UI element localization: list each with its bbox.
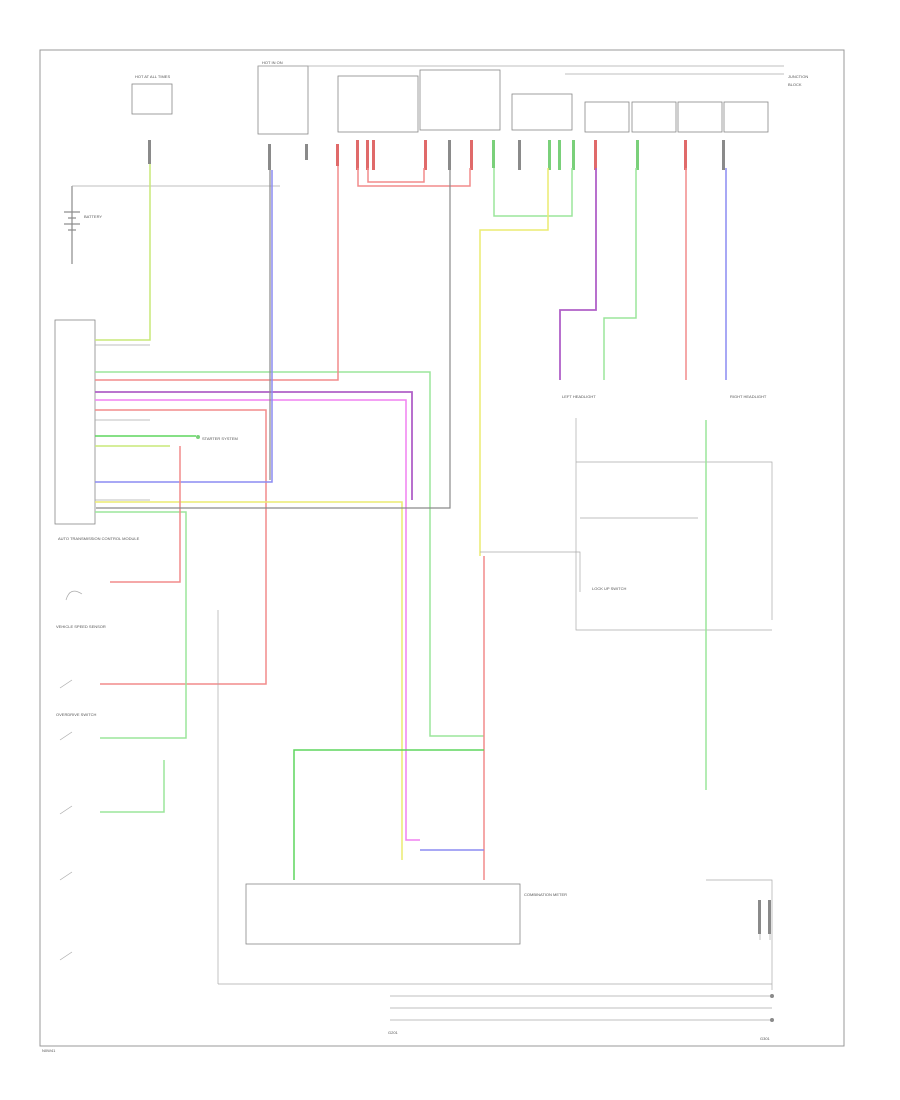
lock-up-switch-label: LOCK UP SWITCH [592,586,626,591]
wire-green-top-bridge [493,168,573,217]
wire-yellow-1 [95,501,403,860]
wire-red-2 [95,409,267,685]
wire-purple-2 [559,168,597,380]
junction-center [480,517,698,592]
right-bottom-wires [706,879,773,990]
left-headlight-label: LEFT HEADLIGHT [562,394,596,399]
fuse-box-top [131,65,784,135]
wire-green-3 [95,511,187,739]
starter-system-label: STARTER SYSTEM [202,436,238,441]
battery-label: BATTERY [84,214,102,219]
ecu-block [54,319,96,525]
wire-yg-1 [95,164,151,341]
wire-yellow-2 [479,168,549,556]
ground-right-wire [575,418,773,631]
wire-red-3 [110,446,181,583]
ecu-label: AUTO TRANSMISSION CONTROL MODULE [58,536,140,541]
top-label-1: HOT AT ALL TIMES [135,74,170,79]
ground-left-label: G201 [388,1030,399,1035]
right-headlight-label: RIGHT HEADLIGHT [730,394,767,399]
combination-meter-label: COMBINATION METER [524,892,567,897]
wire-grey-2 [96,170,451,509]
diagram-frame [39,49,845,1047]
ecu-pins [95,344,150,501]
wire-blue-1 [95,170,273,483]
wire-red-1 [95,166,339,381]
wire-green-1 [95,371,484,737]
wire-magenta-1 [95,399,420,841]
top-label-2: HOT IN ON [262,60,283,65]
overdrive-switch-label: OVERDRIVE SWITCH [56,712,97,717]
page-code: N0W41 [42,1048,56,1053]
wire-green-7 [293,749,484,880]
wire-green-5 [603,168,637,380]
vehicle-speed-sensor-label: VEHICLE SPEED SENSOR [56,624,106,629]
ground-right-label: G301 [760,1036,771,1041]
battery-icon [64,186,80,264]
wire-red-top-bridge [357,168,471,187]
top-label-3: JUNCTION [788,74,808,79]
top-connectors [148,140,725,170]
wire-purple-1 [95,391,413,500]
wire-green-4 [100,760,165,813]
left-switches [59,590,83,961]
top-label-4: BLOCK [788,82,802,87]
combination-meter-box [245,883,521,945]
ground-bus [218,983,772,1021]
